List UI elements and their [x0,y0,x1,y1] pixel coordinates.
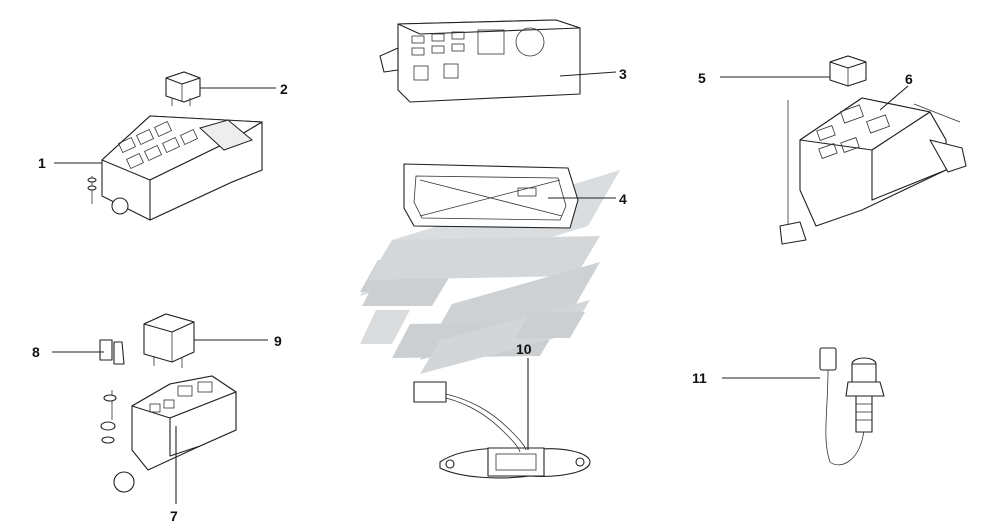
part-4-gasket [403,163,579,229]
callout-label-6: 6 [905,71,913,87]
part-6-fuse-box-assembly [779,97,967,245]
callout-label-9: 9 [274,333,282,349]
part-8-fuse-clip [99,339,125,365]
callout-label-11: 11 [692,370,707,386]
leader-3 [559,71,617,77]
part-5-relay [829,55,867,87]
callout-label-3: 3 [619,66,627,82]
callout-label-1: 1 [38,155,46,171]
part-1-fuse-relay-box [87,115,263,221]
part-11-plug-sensor [819,347,885,466]
callout-label-4: 4 [619,191,627,207]
part-9-relay [143,313,195,368]
part-3-cover [379,19,581,103]
callout-label-8: 8 [32,344,40,360]
callout-label-2: 2 [280,81,288,97]
part-7-relay-holder [100,375,237,493]
callout-label-10: 10 [516,341,532,357]
part-10-sensor [413,381,591,479]
part-2-relay [165,71,201,106]
callout-label-5: 5 [698,70,706,86]
callout-label-7: 7 [170,508,178,524]
leader-6 [879,85,909,111]
